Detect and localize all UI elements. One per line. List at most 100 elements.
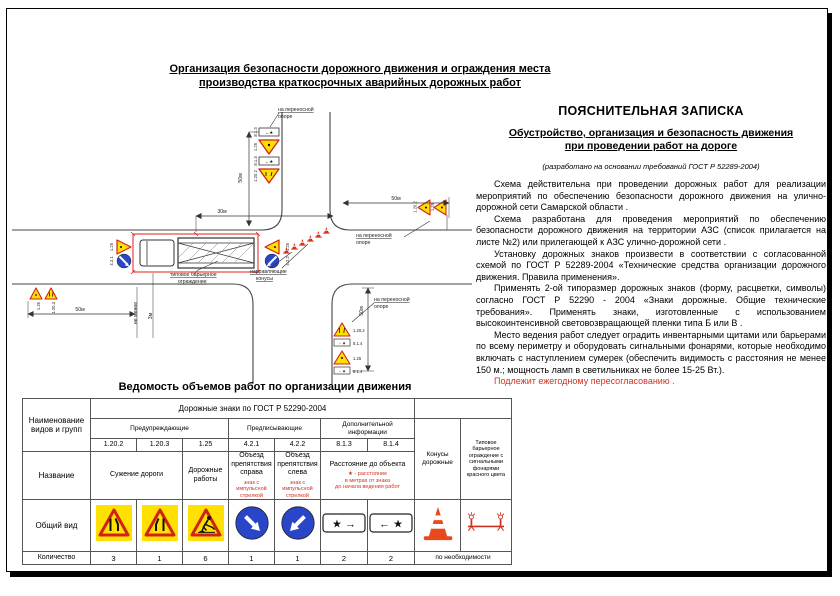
qty-cell: 6 <box>182 551 229 565</box>
name-detour-right: Объезд препятствия справа знак с импульс… <box>228 451 275 500</box>
sign-code: 1.25 <box>253 142 258 151</box>
table-title: Ведомость объемов работ по организации д… <box>118 381 412 393</box>
name-distance: Расстояние до объекта ★ - расстояние в м… <box>320 451 415 500</box>
sign-stack-north: ←★ ←★ 8.1.3 1.25 8.1.3 1.20.2 <box>253 127 280 184</box>
support-label-north2: опоре <box>278 114 292 120</box>
qty-cell: 2 <box>320 551 368 565</box>
sign-code: 8.1.4 <box>353 341 363 346</box>
plate-8-1-3-text: ★ → <box>332 519 356 531</box>
sign-code-cell: 8.1.4 <box>367 438 415 452</box>
sign-road-narrows-right-icon <box>95 505 132 541</box>
group-warning: Предупреждающие <box>90 418 229 439</box>
table-corner-header: Наименование видов и групп <box>22 398 91 452</box>
sign-1-25-cell <box>182 499 229 552</box>
support-label-north: на переносной <box>278 106 314 113</box>
sign-code-cell: 1.20.2 <box>90 438 137 452</box>
sign-code-cell: 1.20.3 <box>136 438 183 452</box>
support-label-east: на переносной <box>356 232 392 239</box>
note-subheading-line2: при проведении работ на дороге <box>564 140 738 152</box>
plate-8-1-4-text: ← ★ <box>379 519 403 531</box>
distance-note-line1: ★ - расстояние <box>347 471 388 477</box>
dim-not-less: не менее <box>133 302 139 324</box>
row-header-name: Название <box>22 451 91 500</box>
note-paragraph: Место ведения работ следует оградить инв… <box>476 329 826 375</box>
qty-cell: 2 <box>367 551 415 565</box>
note-paragraph: Установку дорожных знаков произвести в с… <box>476 248 826 282</box>
sign-code: 1.20.2 <box>353 328 365 333</box>
works-truck <box>139 237 255 269</box>
plate-distance-right-icon: ★ → <box>322 513 366 533</box>
note-subheading: Обустройство, организация и безопасность… <box>476 127 826 153</box>
distance-note-line2: в метрах от знака <box>344 477 391 484</box>
empty-header-cell <box>414 398 512 419</box>
cones-header: Конусы дорожные <box>414 418 461 500</box>
row-header-qty: Количество <box>22 551 91 565</box>
detour-left-text: Объезд препятствия слева <box>277 452 318 477</box>
dim-3m: 3м <box>148 312 154 319</box>
group-additional: Дополнительной информации <box>320 418 415 439</box>
sign-code: 1.20.3 <box>51 301 56 313</box>
row-header-view: Общий вид <box>22 499 91 552</box>
sign-code-cell: 8.1.3 <box>320 438 368 452</box>
explanatory-note: ПОЯСНИТЕЛЬНАЯ ЗАПИСКА Обустройство, орга… <box>476 104 826 388</box>
plate-distance-left-icon: ← ★ <box>369 513 413 533</box>
note-paragraph: Схема разработана для проведения меропри… <box>476 213 826 247</box>
support-label-south: на переносной <box>374 296 410 303</box>
sign-8-1-4-cell: ← ★ <box>367 499 415 552</box>
qty-cell: 1 <box>274 551 321 565</box>
distance-note-line3: до начала ведения работ <box>335 484 400 490</box>
sign-detour-left-icon <box>280 506 315 540</box>
leader-lines <box>197 112 431 323</box>
support-label-south2: опоре <box>374 304 388 310</box>
traffic-cones <box>283 227 330 254</box>
traffic-cone-icon <box>423 506 452 541</box>
dim-50m-west: 50м <box>75 307 85 313</box>
barrier-label: типовое барьерное <box>170 272 217 278</box>
plate-symbol: ←★ <box>265 130 275 135</box>
detour-right-note: знак с импульсной стрелкой <box>236 479 267 499</box>
dim-50m-north: 50м <box>238 173 244 183</box>
sign-road-works-icon <box>187 505 224 541</box>
dim-50m-south: 50м <box>359 306 365 316</box>
page-title-line1: Организация безопасности дорожного движе… <box>169 63 551 75</box>
dimension-lines <box>27 131 450 372</box>
works-table: Наименование видов и групп Дорожные знак… <box>22 398 512 565</box>
barrier-header: Типовое барьерное ограждение с сигнальны… <box>460 418 512 500</box>
sign-4-2-2-cell <box>274 499 321 552</box>
barrier-label2: ограждение <box>178 279 207 285</box>
barrier-fence <box>130 231 261 275</box>
barrier-with-lamps-icon <box>467 512 505 532</box>
qty-on-demand-cell: по необходимости <box>414 551 512 565</box>
note-paragraph: Применять 2-ой типоразмер дорожных знако… <box>476 283 826 329</box>
sign-road-narrows-left-icon <box>141 505 178 541</box>
barrier-cell <box>460 499 512 552</box>
page-title-line2: производства краткосрочных аварийных дор… <box>199 77 521 89</box>
sign-code: 1.25 <box>109 242 114 251</box>
sign-stack-south: ←★ ←★ 1.20.2 8.1.4 1.25 8.1.4 <box>333 322 365 375</box>
sign-code: 8.1.3 <box>253 156 258 166</box>
cone-cell <box>414 499 461 552</box>
gost-header: Дорожные знаки по ГОСТ Р 52290-2004 <box>90 398 415 419</box>
sign-code: 4.2.1 <box>109 256 114 266</box>
note-paragraph: Схема действительна при проведении дорож… <box>476 179 826 213</box>
sign-pair-left-of-truck: 1.25 4.2.1 <box>109 239 132 269</box>
sign-code: 8.1.4 <box>353 369 363 374</box>
sign-8-1-3-cell: ★ → <box>320 499 368 552</box>
page-title: Организация безопасности дорожного движе… <box>120 62 600 90</box>
support-label-east2: опоре <box>356 240 370 246</box>
sign-detour-right-icon <box>234 506 269 540</box>
qty-cell: 1 <box>228 551 275 565</box>
distance-note: ★ - расстояние в метрах от знака до нача… <box>322 471 413 491</box>
sign-code: 1.20.2 <box>413 201 418 213</box>
detour-right-text: Объезд препятствия справа <box>231 452 272 477</box>
name-roadworks: Дорожные работы <box>182 451 229 500</box>
sign-code-cell: 1.25 <box>182 438 229 452</box>
note-subheading-line1: Обустройство, организация и безопасность… <box>508 127 794 139</box>
note-heading: ПОЯСНИТЕЛЬНАЯ ЗАПИСКА <box>558 104 744 118</box>
sign-code: 1.25 <box>430 202 435 211</box>
group-mandatory: Предписывающие <box>228 418 321 439</box>
plate-symbol: ←★ <box>338 340 346 345</box>
qty-cell: 3 <box>90 551 137 565</box>
distance-text: Расстояние до объекта <box>329 460 406 468</box>
sign-code: 1.25 <box>353 356 362 361</box>
